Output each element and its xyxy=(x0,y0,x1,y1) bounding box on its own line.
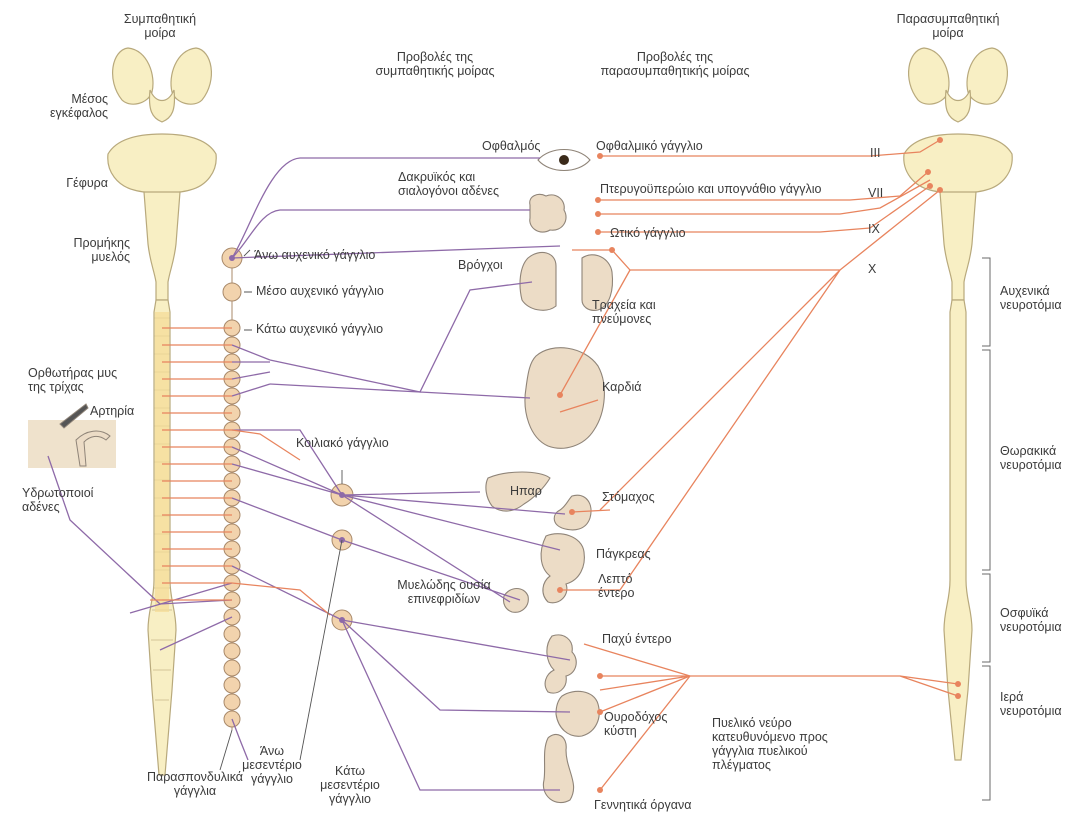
label-celiac: Κοιλιακό γάγγλιο xyxy=(296,436,389,450)
large-intestine-organ xyxy=(545,635,576,693)
genital-organ xyxy=(543,734,573,802)
left-lung-organ xyxy=(520,252,556,310)
thoracolumbar-outflow-region xyxy=(155,312,169,612)
label-midbrain: Μέσος εγκέφαλος xyxy=(28,92,108,120)
label-pancreas: Πάγκρεας xyxy=(596,547,651,561)
label-liver: Ηπαρ xyxy=(510,484,542,498)
pupil xyxy=(559,155,569,165)
label-sympathetic-projections: Προβολές της συμπαθητικής μοίρας xyxy=(350,50,520,78)
right-segment-brackets xyxy=(982,258,990,800)
right-brainstem xyxy=(904,48,1012,760)
prevertebral-ganglia xyxy=(331,484,353,630)
label-adrenal: Μυελώδης ουσία επινεφριδίων xyxy=(384,578,504,606)
label-arrector: Ορθωτήρας μυς της τρίχας xyxy=(28,366,117,394)
label-parasympathetic-division: Παρασυμπαθητική μοίρα xyxy=(888,12,1008,40)
label-cervical-segments: Αυχενικά νευροτόμια xyxy=(1000,284,1062,312)
label-thoracic-segments: Θωρακικά νευροτόμια xyxy=(1000,444,1062,472)
label-bladder: Ουροδόχος κύστη xyxy=(604,710,667,738)
label-ciliary-ganglion: Οφθαλμικό γάγγλιο xyxy=(596,139,703,153)
label-inferior-cervical: Κάτω αυχενικό γάγγλιο xyxy=(256,322,383,336)
label-middle-cervical: Μέσο αυχενικό γάγγλιο xyxy=(256,284,384,298)
label-stomach: Στόμαχος xyxy=(602,490,655,504)
label-sweat-glands: Υδρωτοποιοί αδένες xyxy=(22,486,93,514)
label-superior-cervical: Άνω αυχενικό γάγγλιο xyxy=(254,248,375,262)
sympathetic-preganglionic xyxy=(150,328,330,615)
label-parasympathetic-projections: Προβολές της παρασυμπαθητικής μοίρας xyxy=(580,50,770,78)
heart-organ xyxy=(525,348,604,449)
label-genitals: Γεννητικά όργανα xyxy=(594,798,691,812)
bladder-organ xyxy=(556,691,599,736)
label-eye: Οφθαλμός xyxy=(482,139,540,153)
label-pons: Γέφυρα xyxy=(28,176,108,190)
label-heart: Καρδιά xyxy=(602,380,641,394)
label-large-intestine: Παχύ έντερο xyxy=(602,632,672,646)
label-otic: Ωτικό γάγγλιο xyxy=(610,226,686,240)
label-trachea-lungs: Τραχεία και πνεύμονες xyxy=(592,298,656,326)
label-sacral-segments: Ιερά νευροτόμια xyxy=(1000,690,1062,718)
label-pterygopalatine: Πτερυγοϋπερώιο και υπογνάθιο γάγγλιο xyxy=(600,182,821,196)
label-cranial-nerve-vii: VII xyxy=(868,186,883,200)
label-cranial-nerve-ix: IX xyxy=(868,222,880,236)
label-cranial-nerve-x: X xyxy=(868,262,876,276)
label-inferior-mesenteric: Κάτω μεσεντέριο γάγγλιο xyxy=(310,764,390,806)
salivary-gland-organ xyxy=(530,194,566,232)
label-sympathetic-division: Συμπαθητική μοίρα xyxy=(120,12,200,40)
small-intestine-organ xyxy=(541,534,584,603)
label-superior-mesenteric: Άνω μεσεντέριο γάγγλιο xyxy=(232,744,312,786)
label-lumbar-segments: Οσφυϊκά νευροτόμια xyxy=(1000,606,1062,634)
label-artery: Αρτηρία xyxy=(90,404,134,418)
label-lacrimal-salivary: Δακρυϊκός και σιαλογόνοι αδένες xyxy=(398,170,499,198)
label-small-intestine: Λεπτό έντερο xyxy=(598,572,634,600)
label-cranial-nerve-iii: III xyxy=(870,146,880,160)
sympathetic-chain-ganglia xyxy=(222,248,242,727)
label-bronchi: Βρόγχοι xyxy=(458,258,503,272)
skin-inset xyxy=(28,420,116,468)
label-medulla: Προμήκης μυελός xyxy=(40,236,130,264)
label-pelvic-nerve: Πυελικό νεύρο κατευθυνόμενο προς γάγγλια… xyxy=(712,716,828,772)
